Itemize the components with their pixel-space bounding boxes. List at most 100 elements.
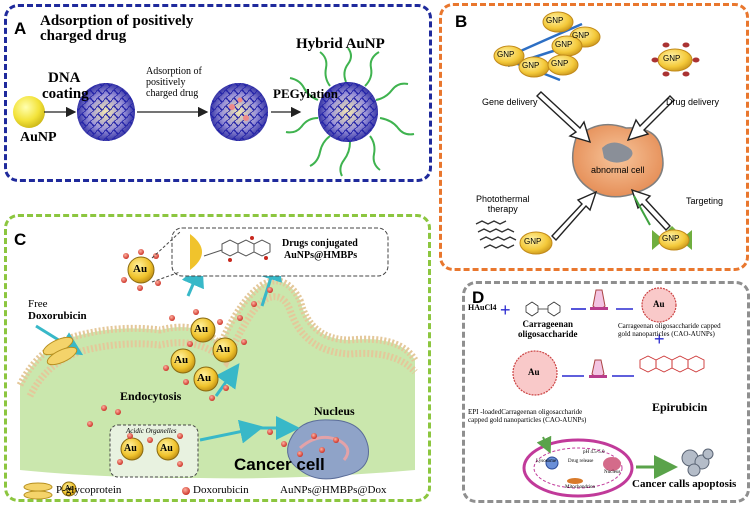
mitochondrion-label: Mitochondrion xyxy=(565,485,595,490)
au-label-5: Au xyxy=(124,443,137,454)
gnp-label-5: GNP xyxy=(522,61,540,70)
adsorption-line-2: positively xyxy=(146,77,186,88)
gnp-label-3: GNP xyxy=(497,50,515,59)
adsorption-label: Adsorption of positively charged drug xyxy=(146,66,202,99)
drug-conjugate-callout xyxy=(151,227,389,283)
panel-d-letter: D xyxy=(472,288,485,307)
drug-release-label: Drug release xyxy=(568,459,594,464)
carrageenan-structure xyxy=(525,301,561,317)
panel-a-title-line-2: charged drug xyxy=(40,28,127,44)
pegylation-label: PEGylation xyxy=(273,86,339,101)
apoptosis-label: Cancer calls apoptosis xyxy=(632,478,737,490)
abnormal-cell-label: abnormal cell xyxy=(591,165,645,175)
panel-a xyxy=(4,4,432,182)
plus-icon-1: + xyxy=(500,300,511,320)
cao-line-1: Carrageenan oligosaccharide capped xyxy=(618,322,721,330)
free-line-2: Doxorubicin xyxy=(28,310,87,322)
ph-label: pH 4.5-5.0 xyxy=(583,450,605,455)
free-doxorubicin-label: Free Doxorubicin xyxy=(28,298,87,322)
epi-line-2: capped gold nanoparticles (CAO-AUNPs) xyxy=(468,416,587,424)
panel-a-title: Adsorption of positively charged drug xyxy=(40,14,193,44)
epirubicin-label: Epirubicin xyxy=(652,400,708,414)
au-label-legend: Au xyxy=(65,484,74,492)
cao-label: Carrageenan oligosaccharide capped gold … xyxy=(618,322,721,338)
gnp-label-photothermal: GNP xyxy=(524,237,542,246)
doxorubicin-dots xyxy=(87,249,339,495)
cao-aunp-graphic xyxy=(641,287,677,323)
nucleus-graphic-d xyxy=(603,457,621,471)
endocytosis-label: Endocytosis xyxy=(120,389,182,403)
delivery-arrows xyxy=(535,91,675,242)
au-particles xyxy=(61,256,238,497)
nucleus-label: Nucleus xyxy=(314,404,355,418)
photothermal-gnp xyxy=(519,231,553,255)
drugs-conjugated-label: Drugs conjugated AuNPs@HMBPs xyxy=(282,238,358,262)
photothermal-label: Photothermal therapy xyxy=(476,194,530,214)
au-label-1: Au xyxy=(194,323,209,335)
nucleus-label-d: Nucleus xyxy=(604,470,621,475)
drugs-conjugated-line-1: Drugs conjugated xyxy=(282,238,358,249)
aunp-label: AuNP xyxy=(20,130,57,145)
free-line-1: Free xyxy=(28,298,48,310)
adsorption-line-1: Adsorption of xyxy=(146,66,202,77)
targeting-label: Targeting xyxy=(686,196,724,206)
flask-icon-2 xyxy=(589,359,607,378)
epirubicin-structure xyxy=(639,355,705,373)
cao-au-label: Au xyxy=(653,299,665,309)
carrageenan-line-1: Carrageenan xyxy=(522,319,574,329)
drug-delivery-label: Drug delivery xyxy=(666,97,720,107)
aunp-sphere xyxy=(13,96,45,128)
apoptosis-icon xyxy=(681,448,714,477)
adsorption-line-3: charged drug xyxy=(146,88,199,99)
au-label-4: Au xyxy=(197,372,212,384)
panel-b-letter: B xyxy=(455,12,468,31)
cao-line-2: gold nanoparticles (CAO-AUNPs) xyxy=(618,330,715,338)
au-label-callout: Au xyxy=(133,263,148,275)
epi-cao-aunp-graphic xyxy=(512,350,558,396)
au-label-2: Au xyxy=(174,354,189,366)
au-label-3: Au xyxy=(216,343,231,355)
legend-icons xyxy=(23,482,53,500)
panel-c-letter: C xyxy=(14,230,27,249)
epi-line-1: EPI -loadedCarrageenan oligosaccharide xyxy=(468,408,583,416)
panel-a-title-line-1: Adsorption of positively xyxy=(40,13,194,29)
gene-delivery-cluster xyxy=(493,11,601,82)
hybrid-aunp-label: Hybrid AuNP xyxy=(296,36,385,52)
gnp-label-targeting: GNP xyxy=(662,234,680,243)
drug-loaded-nanoparticle xyxy=(210,83,268,141)
gnp-label-6: GNP xyxy=(551,59,569,68)
panel-c xyxy=(4,214,431,502)
epi-cao-label: EPI -loadedCarrageenan oligosaccharide c… xyxy=(468,408,586,424)
au-label-6: Au xyxy=(160,443,173,454)
gnp-label-2: GNP xyxy=(572,31,590,40)
dna-coating-line-1: DNA xyxy=(48,70,81,86)
hybrid-aunp-graphic xyxy=(285,47,415,177)
carrageenan-line-2: oligosaccharide xyxy=(518,329,578,339)
lysosome-label: Lysosome xyxy=(536,459,557,464)
flask-icon-1 xyxy=(590,289,608,310)
targeting-gnp xyxy=(652,226,692,251)
gnp-label-1: GNP xyxy=(546,16,564,25)
photothermal-line-2: therapy xyxy=(487,204,518,214)
gene-delivery-label: Gene delivery xyxy=(482,97,538,107)
p-glycoprotein-graphic xyxy=(42,336,78,366)
legend-aunps: AuNPs@HMBPs@Dox xyxy=(280,484,387,496)
legend-doxorubicin: Doxorubicin xyxy=(193,484,249,496)
mitochondrion-graphic xyxy=(567,478,583,484)
acidic-organelles-label: Acidic Organelles xyxy=(126,427,177,435)
dna-coating-label: DNA coating xyxy=(42,70,89,102)
legend-p-glycoprotein: P-glycoprotein xyxy=(56,484,122,496)
lysosome-graphic xyxy=(545,456,559,470)
plus-icon-2: + xyxy=(654,329,665,349)
epi-au-label: Au xyxy=(528,367,540,377)
photothermal-line-1: Photothermal xyxy=(476,194,530,204)
panel-d xyxy=(462,281,750,503)
photothermal-waves-icon xyxy=(475,220,517,249)
cancer-cell-graphic-d xyxy=(522,438,634,498)
carrageenan-label: Carrageenan oligosaccharide xyxy=(518,319,578,339)
dna-coated-nanoparticle xyxy=(77,83,135,141)
drug-delivery-gnp xyxy=(651,42,700,77)
